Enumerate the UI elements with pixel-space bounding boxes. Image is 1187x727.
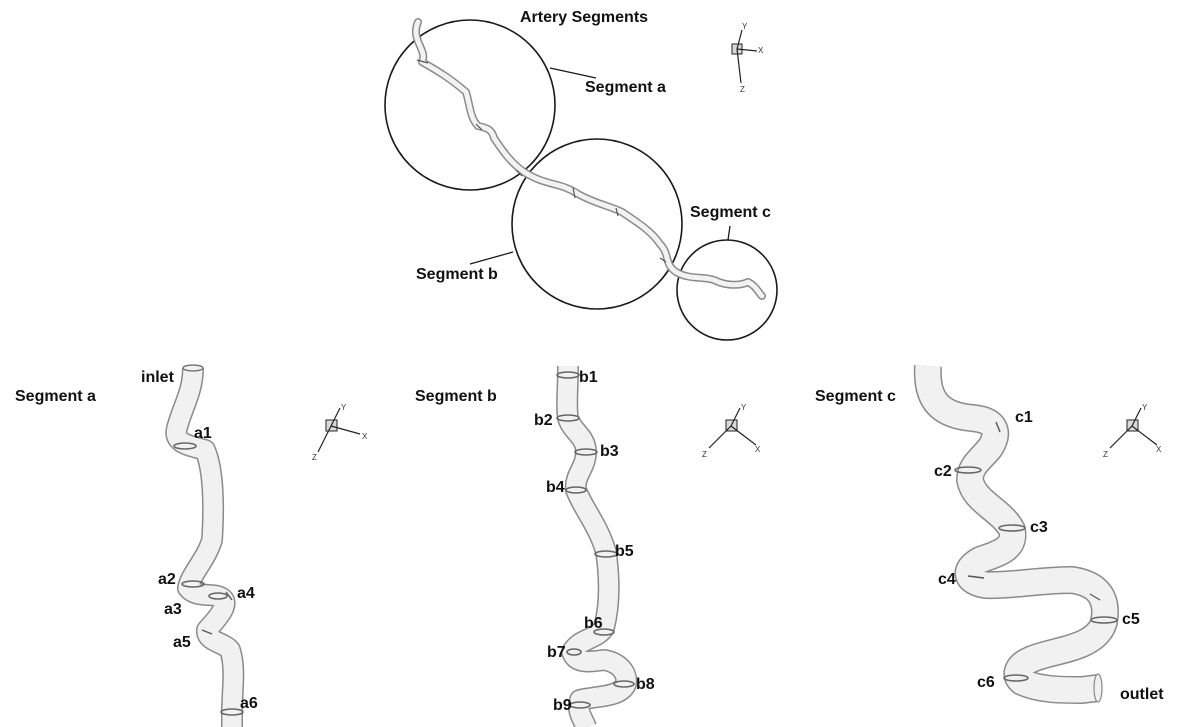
marker-b9-label: b9 bbox=[553, 697, 572, 714]
marker-c6-label: c6 bbox=[977, 674, 995, 691]
marker-c3-label: c3 bbox=[1030, 519, 1048, 536]
segment-a-title: Segment a bbox=[15, 388, 96, 405]
y-axis-label: Y bbox=[741, 403, 747, 412]
x-axis-label: X bbox=[362, 432, 368, 441]
marker-b2-label: b2 bbox=[534, 412, 553, 429]
overview-axis-triad: Y X Z bbox=[731, 22, 764, 94]
marker-a3-label: a3 bbox=[164, 601, 182, 618]
marker-b5-ring bbox=[594, 550, 618, 558]
marker-a5-label: a5 bbox=[173, 634, 191, 651]
marker-a4-label: a4 bbox=[237, 585, 255, 602]
marker-c2-ring bbox=[954, 466, 982, 474]
segment-b-vessel bbox=[556, 365, 638, 727]
z-axis-label: Z bbox=[740, 85, 745, 94]
segment-a-axis-triad: Y X Z bbox=[312, 403, 368, 462]
marker-b9-ring bbox=[569, 701, 591, 709]
segment-a-leader bbox=[549, 67, 597, 79]
marker-b4-ring bbox=[565, 486, 587, 494]
segment-c-panel: Segment c c1 c2 c3 c4 c5 c6 outlet Y X bbox=[815, 365, 1164, 704]
marker-c2-label: c2 bbox=[934, 463, 952, 480]
x-axis-label: X bbox=[1156, 445, 1162, 454]
marker-b4-label: b4 bbox=[546, 479, 565, 496]
y-axis-label: Y bbox=[1142, 403, 1148, 412]
segment-a-panel: Segment a inlet a1 a2 a3 a4 a5 a6 Y X Z bbox=[15, 364, 368, 727]
segment-b-title: Segment b bbox=[415, 388, 497, 405]
marker-a4-line bbox=[225, 591, 233, 601]
z-axis-label: Z bbox=[702, 450, 707, 459]
segment-c-vessel bbox=[913, 365, 1119, 704]
marker-b1-ring bbox=[556, 371, 580, 379]
marker-b3-ring bbox=[574, 448, 598, 456]
inlet-label: inlet bbox=[141, 369, 175, 386]
segment-b-leader bbox=[469, 251, 514, 265]
segment-c-axis-triad: Y X Z bbox=[1103, 403, 1162, 459]
segment-c-circle bbox=[676, 239, 778, 341]
marker-a1-label: a1 bbox=[194, 425, 212, 442]
segment-b-axis-triad: Y X Z bbox=[702, 403, 761, 459]
overview-vessel bbox=[412, 18, 766, 300]
marker-c4-label: c4 bbox=[938, 571, 956, 588]
segment-b-callout: Segment b bbox=[416, 266, 498, 283]
marker-b8-label: b8 bbox=[636, 676, 655, 693]
segment-c-title: Segment c bbox=[815, 388, 896, 405]
marker-b2-ring bbox=[556, 414, 580, 422]
marker-a3-ring bbox=[208, 592, 228, 600]
marker-c3-ring bbox=[998, 524, 1026, 532]
segment-c-leader bbox=[727, 225, 731, 241]
x-axis-label: X bbox=[755, 445, 761, 454]
marker-c5-ring bbox=[1090, 616, 1118, 624]
segment-c-callout: Segment c bbox=[690, 204, 771, 221]
marker-a1-ring bbox=[173, 442, 197, 450]
segment-a-circle bbox=[384, 19, 556, 191]
y-axis-label: Y bbox=[341, 403, 347, 412]
marker-c1-line bbox=[995, 421, 1001, 433]
marker-a2-ring bbox=[181, 580, 205, 588]
marker-c6-ring bbox=[1003, 674, 1029, 682]
marker-b1-label: b1 bbox=[579, 369, 598, 386]
x-axis-label: X bbox=[758, 46, 764, 55]
segment-b-circle bbox=[511, 138, 683, 310]
marker-b3-label: b3 bbox=[600, 443, 619, 460]
marker-c5-label: c5 bbox=[1122, 611, 1140, 628]
segment-b-panel: Segment b b1 b2 b3 b4 b5 b6 b7 b8 b9 bbox=[415, 365, 761, 727]
segment-a-vessel bbox=[165, 364, 245, 727]
marker-b6-label: b6 bbox=[584, 615, 603, 632]
z-axis-label: Z bbox=[312, 453, 317, 462]
vessel-seam-line bbox=[1089, 593, 1101, 601]
overview-diagram: Artery Segments Segment a Segment b Segm… bbox=[384, 9, 778, 341]
marker-c1-label: c1 bbox=[1015, 409, 1033, 426]
marker-a6-ring bbox=[220, 708, 244, 716]
marker-b6-ring bbox=[593, 628, 615, 636]
marker-b5-label: b5 bbox=[615, 543, 634, 560]
marker-b7-label: b7 bbox=[547, 644, 566, 661]
outlet-label: outlet bbox=[1120, 686, 1164, 703]
marker-b8-ring bbox=[613, 680, 635, 688]
marker-b7-ring bbox=[566, 648, 582, 656]
figure-title: Artery Segments bbox=[520, 9, 648, 26]
z-axis-label: Z bbox=[1103, 450, 1108, 459]
marker-a2-label: a2 bbox=[158, 571, 176, 588]
segment-a-callout: Segment a bbox=[585, 79, 666, 96]
marker-a5-line bbox=[201, 629, 213, 635]
marker-c4-line bbox=[967, 575, 985, 579]
y-axis-label: Y bbox=[742, 22, 748, 31]
marker-a6-label: a6 bbox=[240, 695, 258, 712]
